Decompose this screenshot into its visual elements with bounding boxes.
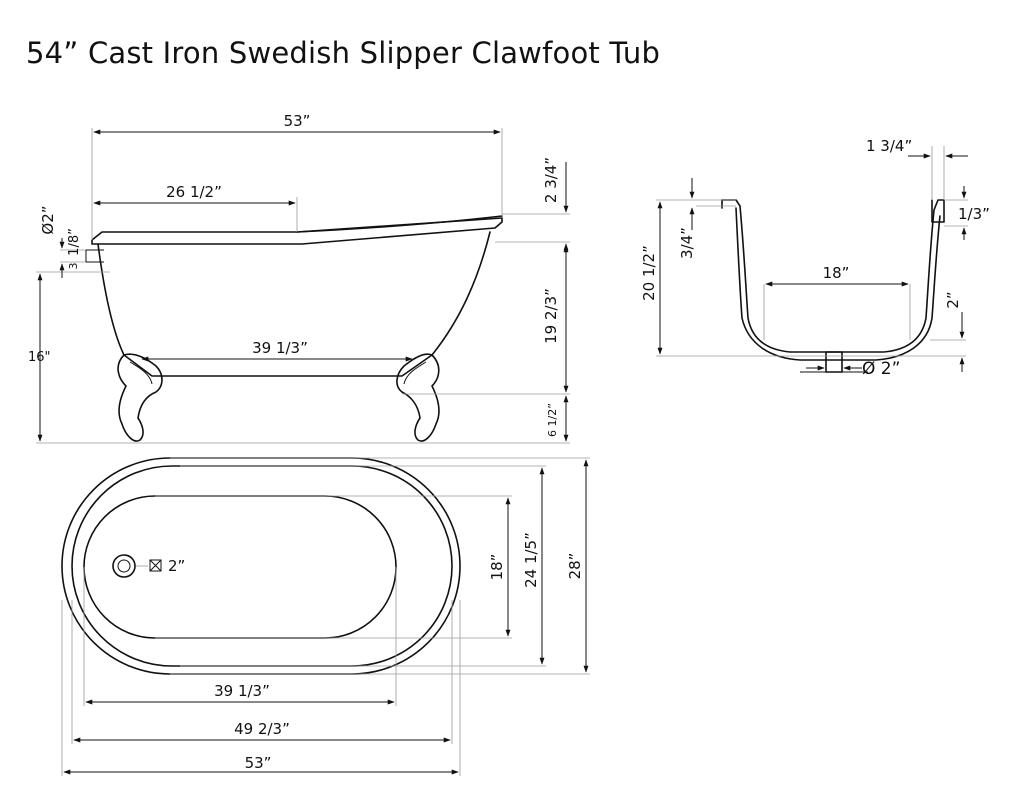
side-backrest bbox=[296, 215, 503, 233]
page-title: 54” Cast Iron Swedish Slipper Clawfoot T… bbox=[26, 36, 661, 70]
section-drain-diameter-label: Ø 2” bbox=[862, 359, 900, 379]
backrest-length-label: 26 1/2” bbox=[166, 183, 222, 201]
side-view: 53” 26 1/2” 2 3/4” 19 2/3” 6 1/2” 39 1/3… bbox=[28, 112, 570, 444]
top-drain-outer bbox=[112, 554, 136, 578]
section-inner-wall bbox=[735, 207, 941, 361]
left-claw-detail bbox=[129, 361, 153, 385]
top-outer-rim bbox=[61, 457, 461, 675]
top-interior-width-label: 18” bbox=[488, 554, 506, 581]
body-height-label: 19 2/3” bbox=[542, 288, 560, 344]
top-drain-inner bbox=[117, 559, 131, 573]
right-claw-detail bbox=[403, 361, 427, 385]
side-interior-length-label: 39 1/3” bbox=[252, 339, 308, 357]
side-drain-diameter-label: Ø2” bbox=[39, 205, 57, 234]
top-interior-length-label: 39 1/3” bbox=[214, 682, 270, 700]
top-inner-rim-length-label: 49 2/3” bbox=[234, 720, 290, 738]
top-basin bbox=[83, 495, 397, 639]
section-rim-step-label: 3/4” bbox=[678, 227, 696, 259]
top-overall-width-label: 28” bbox=[566, 553, 584, 580]
top-overall-length-label: 53” bbox=[245, 754, 272, 772]
section-view: 1 3/4” 1/3” 3/4” 20 1/2” 18” 2” Ø 2” bbox=[640, 137, 990, 379]
section-height-label: 20 1/2” bbox=[640, 245, 658, 301]
section-rim-lip-label: 1/3” bbox=[958, 205, 990, 223]
backrest-rise-label: 2 3/4” bbox=[542, 157, 560, 203]
floor-to-rim-label: 16" bbox=[28, 350, 51, 365]
section-rim-right bbox=[931, 199, 945, 223]
top-drain-size-label: 2” bbox=[168, 557, 185, 575]
section-rim-width-label: 1 3/4” bbox=[866, 137, 912, 155]
top-view: 2” 18” 24 1/5” 28” bbox=[61, 457, 590, 776]
drain-square-icon bbox=[149, 559, 162, 572]
left-claw-foot bbox=[117, 353, 163, 442]
rim-lip-label: 1/8” bbox=[67, 228, 82, 256]
section-bottom-width-label: 18” bbox=[823, 264, 850, 282]
section-floor-thickness-label: 2” bbox=[944, 291, 962, 308]
section-drain-stub bbox=[825, 351, 843, 373]
side-rim-top bbox=[91, 217, 503, 245]
side-overall-length-label: 53” bbox=[284, 112, 311, 130]
top-inner-rim-width-label: 24 1/5” bbox=[522, 532, 540, 588]
foot-height-label: 6 1/2” bbox=[546, 403, 559, 437]
rim-gap-label: 3 bbox=[67, 263, 80, 270]
right-claw-foot bbox=[396, 353, 440, 442]
